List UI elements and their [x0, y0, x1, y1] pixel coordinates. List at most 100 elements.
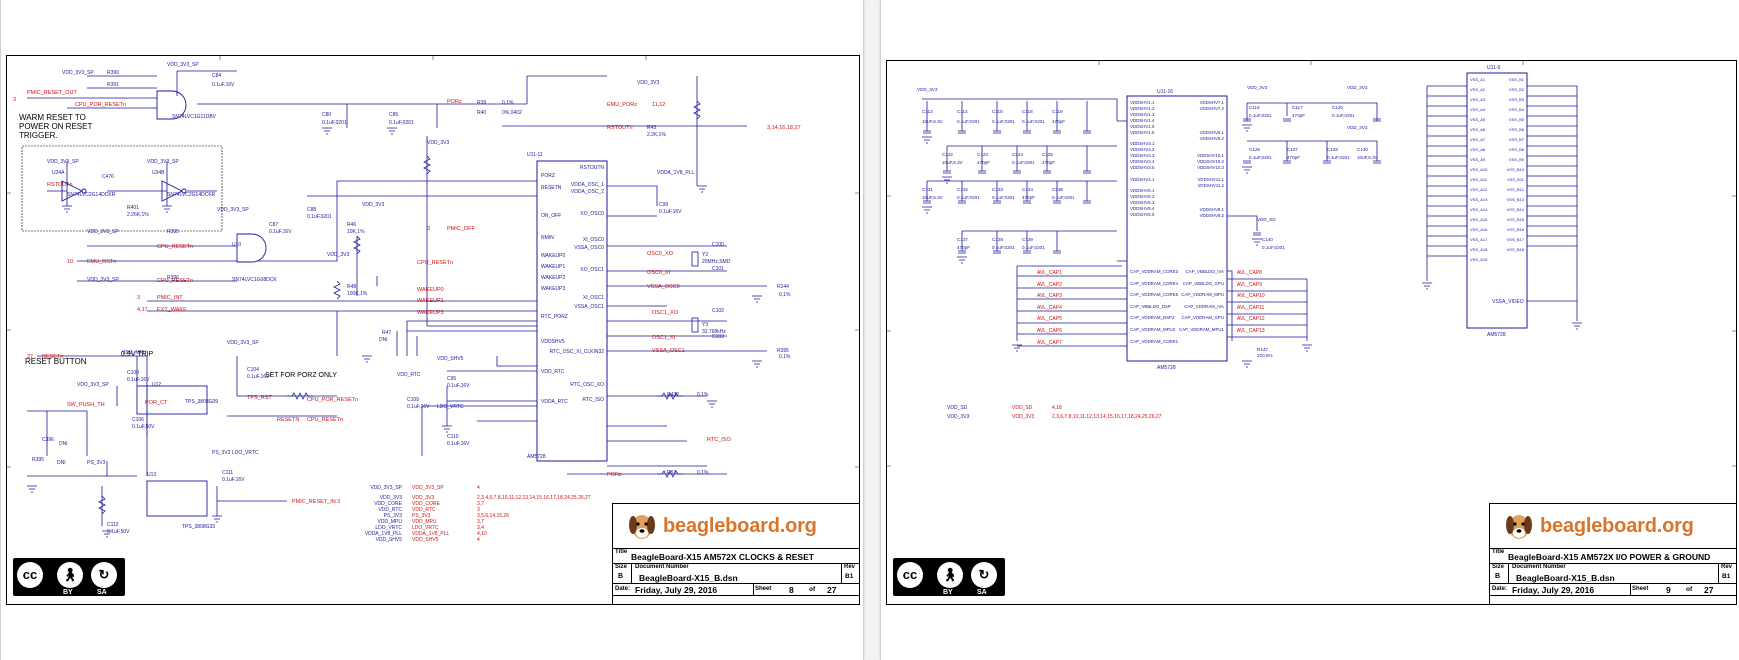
- svg-text:R432: R432: [667, 392, 679, 398]
- by-label: BY: [943, 589, 953, 596]
- svg-text:VDDA_1V8_PLL: VDDA_1V8_PLL: [365, 531, 402, 537]
- svg-text:VDD_RTC: VDD_RTC: [378, 507, 402, 513]
- svg-text:C126: C126: [1249, 147, 1260, 152]
- svg-text:VSS_A18: VSS_A18: [1470, 247, 1488, 252]
- svg-text:PS_3V3: PS_3V3: [87, 460, 106, 466]
- svg-text:0.1uF,16V: 0.1uF,16V: [447, 441, 470, 447]
- svg-text:LDO_VRTC: LDO_VRTC: [412, 525, 439, 531]
- ic1-pin-left: VDDSHV1.5: [1130, 124, 1155, 129]
- svg-text:C134: C134: [1022, 187, 1033, 192]
- svg-text:PMIC_RESET_OUT: PMIC_RESET_OUT: [27, 90, 77, 96]
- svg-text:C84: C84: [212, 73, 221, 79]
- svg-text:VSS_A4: VSS_A4: [1470, 107, 1486, 112]
- svg-text:VSS_B7: VSS_B7: [1509, 137, 1525, 142]
- svg-text:VDDA_1V8_PLL: VDDA_1V8_PLL: [412, 531, 449, 537]
- svg-text:VDD_MPU: VDD_MPU: [122, 350, 147, 356]
- size-value: B: [1495, 573, 1501, 580]
- net-tag: VDD_3V3: [1012, 414, 1034, 420]
- svg-text:VDD_SHV5: VDD_SHV5: [412, 537, 439, 543]
- ic-pin-right: VDDA_OSC_2: [571, 189, 604, 195]
- svg-text:VDD_3V3_SP: VDD_3V3_SP: [147, 159, 179, 165]
- svg-text:R39: R39: [477, 100, 486, 106]
- svg-text:R147: R147: [1257, 347, 1268, 352]
- svg-text:OSC1_XO: OSC1_XO: [652, 310, 679, 316]
- svg-text:LDO_VRTC: LDO_VRTC: [375, 525, 402, 531]
- svg-text:PMIC_OFF: PMIC_OFF: [447, 226, 475, 232]
- cc-by-sa-badge: cc 🚶︎ ↻ BY SA: [893, 558, 1005, 596]
- svg-text:VSS_A11: VSS_A11: [1470, 177, 1488, 182]
- svg-text:VDD_3V3_SP: VDD_3V3_SP: [87, 277, 119, 283]
- svg-text:27: 27: [27, 354, 33, 360]
- svg-text:10uF,6.3V: 10uF,6.3V: [1357, 155, 1379, 160]
- svg-text:C131: C131: [922, 187, 933, 192]
- sheet-label: Sheet: [755, 586, 772, 592]
- svg-text:11,12: 11,12: [652, 102, 665, 108]
- svg-text:VSS_A19: VSS_A19: [1470, 257, 1488, 262]
- svg-text:0,1%: 0,1%: [697, 470, 709, 476]
- ic-pin-right: VSSA_OSC1: [574, 304, 604, 310]
- schematic-drawing: 3 PMIC_RESET_OUT CPU_POR_RESETn PORz EMU…: [7, 56, 859, 543]
- svg-text:R43: R43: [647, 125, 656, 131]
- ic1-label: U11-16: [1157, 89, 1173, 95]
- svg-text:VSS_A2: VSS_A2: [1470, 87, 1486, 92]
- sheet-number: 9: [1666, 585, 1671, 595]
- svg-text:AVL_CAP2: AVL_CAP2: [1037, 282, 1062, 288]
- svg-text:0.1uF,16V: 0.1uF,16V: [659, 209, 682, 215]
- ic-pin-right: XI_OSC0: [583, 237, 604, 243]
- svg-text:AVL_CAP9: AVL_CAP9: [1237, 282, 1262, 288]
- svg-text:R401: R401: [127, 205, 139, 211]
- sheet-title: BeagleBoard-X15 AM572X CLOCKS & RESET: [631, 552, 814, 562]
- share-alike-icon: ↻: [91, 562, 117, 588]
- ic1-pin-right: VDDSHV10.1: [1197, 153, 1224, 158]
- docnum-label: Document Number: [1512, 564, 1566, 570]
- svg-text:C101: C101: [712, 266, 724, 272]
- svg-text:3,7: 3,7: [477, 519, 484, 525]
- schematic-page-2: U11-16 AM5728 U11-9 AM5728 VSSA_VIDEO VD…: [880, 0, 1739, 660]
- svg-text:0.1uF,0201: 0.1uF,0201: [322, 120, 347, 126]
- svg-text:C130: C130: [1357, 147, 1368, 152]
- svg-text:4: 4: [477, 485, 480, 491]
- porz-note: SET FOR PORZ ONLY: [265, 372, 338, 379]
- ic1-cap-left: CAP_VDDRAM_CORE5: [1130, 292, 1179, 297]
- svg-text:WAKEUP3: WAKEUP3: [417, 310, 444, 316]
- schematic-frame: 3 PMIC_RESET_OUT CPU_POR_RESETn PORz EMU…: [6, 55, 860, 605]
- svg-text:EMU_RSTn: EMU_RSTn: [87, 259, 116, 265]
- svg-text:VSS_A17: VSS_A17: [1470, 237, 1488, 242]
- svg-text:C115: C115: [992, 109, 1003, 114]
- svg-text:470pF: 470pF: [977, 160, 990, 165]
- rev-value: B1: [1722, 573, 1731, 580]
- svg-text:0.1uF,16V: 0.1uF,16V: [269, 229, 292, 235]
- svg-text:VSS_A9: VSS_A9: [1470, 157, 1486, 162]
- rev-value: B1: [845, 573, 854, 580]
- ic1-pin-left: VDDSHV1.4: [1130, 118, 1155, 123]
- svg-text:C104: C104: [247, 367, 259, 373]
- ic1-pin-right: VDDSHV6.1: [1200, 130, 1225, 135]
- svg-text:TPS_RST: TPS_RST: [247, 395, 272, 401]
- svg-text:3,14,16,18,27: 3,14,16,18,27: [767, 125, 801, 131]
- svg-text:AVL_CAP12: AVL_CAP12: [1237, 316, 1265, 322]
- svg-text:C137: C137: [957, 237, 968, 242]
- svg-text:AVL_CAP7: AVL_CAP7: [1037, 340, 1062, 346]
- svg-text:0.1uF,50V: 0.1uF,50V: [107, 529, 130, 535]
- svg-text:R46: R46: [347, 222, 356, 228]
- svg-text:3: 3: [13, 97, 16, 103]
- svg-text:0,1%: 0,1%: [779, 354, 791, 360]
- sa-label: SA: [977, 589, 987, 596]
- svg-text:10K,1%: 10K,1%: [347, 229, 365, 235]
- ic-pin-right: VDDA_OSC_1: [571, 182, 604, 188]
- person-icon: 🚶︎: [937, 562, 963, 588]
- svg-text:0.1uF,0201: 0.1uF,0201: [957, 195, 980, 200]
- svg-text:CPU_RESETn: CPU_RESETn: [157, 244, 193, 250]
- sheet-total: 27: [827, 585, 837, 595]
- svg-text:VSS_B2: VSS_B2: [1509, 87, 1525, 92]
- svg-text:PORz: PORz: [447, 99, 462, 105]
- document-number: BeagleBoard-X15_B.dsn: [639, 573, 738, 583]
- of-label: of: [1686, 586, 1693, 593]
- svg-text:PORz: PORz: [607, 472, 622, 478]
- svg-text:C125: C125: [1042, 152, 1053, 157]
- svg-text:C114: C114: [957, 109, 968, 114]
- reset-button-label: RESET BUTTON: [25, 357, 87, 366]
- ic-pin-left: WAKEUP3: [541, 286, 565, 292]
- ic-pin-right: XO_OSC0: [580, 211, 604, 217]
- note-line: WARM RESET TO: [19, 113, 86, 122]
